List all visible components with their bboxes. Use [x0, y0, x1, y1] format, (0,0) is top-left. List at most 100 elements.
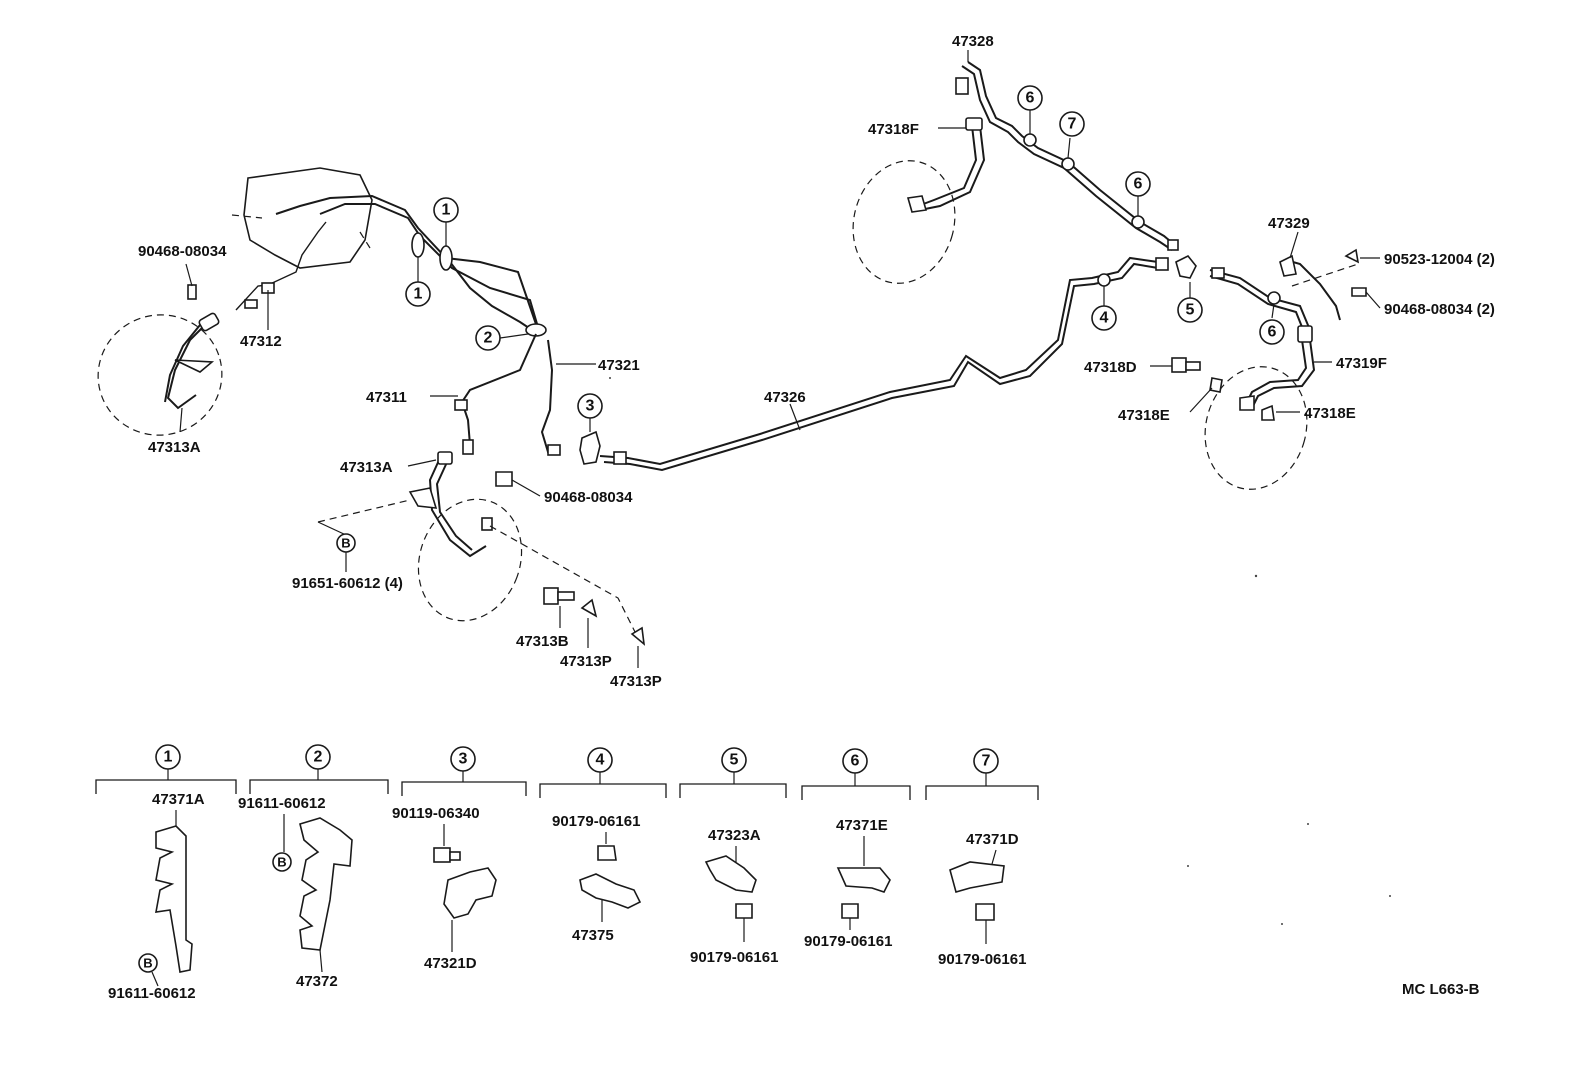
label-90468-08034-left: 90468-08034: [138, 243, 227, 260]
callout-4: 4: [1091, 305, 1117, 331]
rear-left-brake: [852, 117, 986, 284]
label-47318E-b: 47318E: [1304, 405, 1356, 422]
clamp-6-c: [1267, 291, 1281, 305]
svg-text:2: 2: [484, 330, 493, 347]
svg-text:7: 7: [1068, 116, 1077, 133]
callout-1-b: 1: [405, 281, 431, 307]
svg-text:47372: 47372: [296, 973, 338, 990]
part-5-joint: [1175, 254, 1197, 298]
front-right-brake: [317, 451, 639, 639]
label-47318D: 47318D: [1084, 359, 1137, 376]
svg-text:3: 3: [586, 398, 595, 415]
detail-6: 6 47371E 90179-06161: [801, 748, 911, 950]
label-47313A-b: 47313A: [340, 459, 393, 476]
pipe-47326: [599, 256, 1169, 472]
svg-text:3: 3: [459, 751, 468, 768]
svg-text:B: B: [341, 536, 350, 551]
pipe-47311: [454, 333, 537, 455]
svg-text:90179-06161: 90179-06161: [552, 813, 640, 830]
svg-text:6: 6: [1134, 176, 1143, 193]
label-47313P-b: 47313P: [610, 673, 662, 690]
svg-text:91611-60612: 91611-60612: [108, 985, 196, 1002]
label-90523-12004: 90523-12004 (2): [1384, 251, 1495, 268]
rear-right-brake: [1204, 325, 1316, 490]
bleeder-47313B: [543, 587, 646, 668]
clamp-7: [1061, 157, 1075, 171]
svg-text:B: B: [277, 855, 286, 870]
svg-text:1: 1: [164, 749, 173, 766]
svg-text:7: 7: [982, 753, 991, 770]
svg-text:47323A: 47323A: [708, 827, 761, 844]
detail-3: 3 90119-06340 47321D: [392, 746, 527, 972]
front-left-brake: [97, 221, 327, 436]
detail-7: 7 47371D 90179-06161: [925, 748, 1039, 968]
svg-text:91611-60612: 91611-60612: [238, 795, 326, 812]
label-47311: 47311: [366, 389, 407, 406]
svg-text:47321D: 47321D: [424, 955, 477, 972]
label-47321: 47321: [598, 357, 640, 374]
clip-90468-r: [1351, 287, 1367, 297]
detail-2: 2 91611-60612 B 47372: [238, 744, 389, 990]
label-47312: 47312: [240, 333, 282, 350]
label-47313B: 47313B: [516, 633, 569, 650]
svg-text:47371A: 47371A: [152, 791, 205, 808]
clamp-1-a: [411, 232, 425, 258]
svg-text:90179-06161: 90179-06161: [804, 933, 892, 950]
bleeder-47318D: [1171, 357, 1201, 373]
clip-90523: [1344, 248, 1360, 264]
svg-text:1: 1: [414, 286, 423, 303]
svg-text:6: 6: [851, 753, 860, 770]
callout-6-b: 6: [1125, 171, 1151, 197]
label-90468-08034-mid: 90468-08034: [544, 489, 633, 506]
label-47313A-a: 47313A: [148, 439, 201, 456]
svg-text:B: B: [143, 956, 152, 971]
pipe-47329: [1209, 254, 1359, 333]
label-47318F: 47318F: [868, 121, 919, 138]
clamp-1-b: [439, 245, 453, 271]
label-90468-08034-right: 90468-08034 (2): [1384, 301, 1495, 318]
callout-7: 7: [1059, 111, 1085, 137]
svg-text:2: 2: [314, 749, 323, 766]
svg-text:47371E: 47371E: [836, 817, 888, 834]
callout-5: 5: [1177, 297, 1203, 323]
drawing-code: MC L663-B: [1402, 981, 1480, 998]
clamp-4: [1097, 273, 1111, 287]
callout-1-a: 1: [433, 197, 459, 223]
callout-6-c: 6: [1259, 319, 1285, 345]
label-47318E-a: 47318E: [1118, 407, 1170, 424]
svg-text:4: 4: [596, 752, 605, 769]
label-47313P-a: 47313P: [560, 653, 612, 670]
svg-text:47375: 47375: [572, 927, 614, 944]
callout-B: B: [336, 533, 356, 553]
detail-4: 4 90179-06161 47375: [539, 747, 667, 944]
svg-text:5: 5: [1186, 302, 1195, 319]
label-47329: 47329: [1268, 215, 1310, 232]
svg-text:90179-06161: 90179-06161: [690, 949, 778, 966]
label-47328: 47328: [952, 33, 994, 50]
svg-text:6: 6: [1268, 324, 1277, 341]
callouts: 1 1 2 3 4 5 6 7: [336, 85, 1285, 553]
svg-text:6: 6: [1026, 90, 1035, 107]
pipe-47321: [540, 339, 561, 456]
callout-6-a: 6: [1017, 85, 1043, 111]
clip-90468-m: [495, 471, 513, 487]
detail-1: 1 47371A B 91611-60612: [95, 744, 237, 1002]
part-labels: 47328 47318F 47329 90523-12004 (2) 90468…: [138, 33, 1495, 690]
svg-text:1: 1: [442, 202, 451, 219]
clamp-6-a: [1023, 133, 1037, 147]
part-3-joint: [579, 418, 601, 465]
clamp-6-b: [1131, 215, 1145, 229]
svg-text:90179-06161: 90179-06161: [938, 951, 1026, 968]
svg-text:5: 5: [730, 752, 739, 769]
callout-3: 3: [577, 393, 603, 419]
label-91651-60612: 91651-60612 (4): [292, 575, 403, 592]
leaders: [179, 50, 1381, 497]
scan-specks: [609, 377, 1391, 925]
svg-text:47371D: 47371D: [966, 831, 1019, 848]
master-cylinder: [231, 167, 373, 269]
label-47319F: 47319F: [1336, 355, 1387, 372]
callout-2: 2: [475, 325, 501, 351]
label-47326: 47326: [764, 389, 806, 406]
svg-text:4: 4: [1100, 310, 1109, 327]
